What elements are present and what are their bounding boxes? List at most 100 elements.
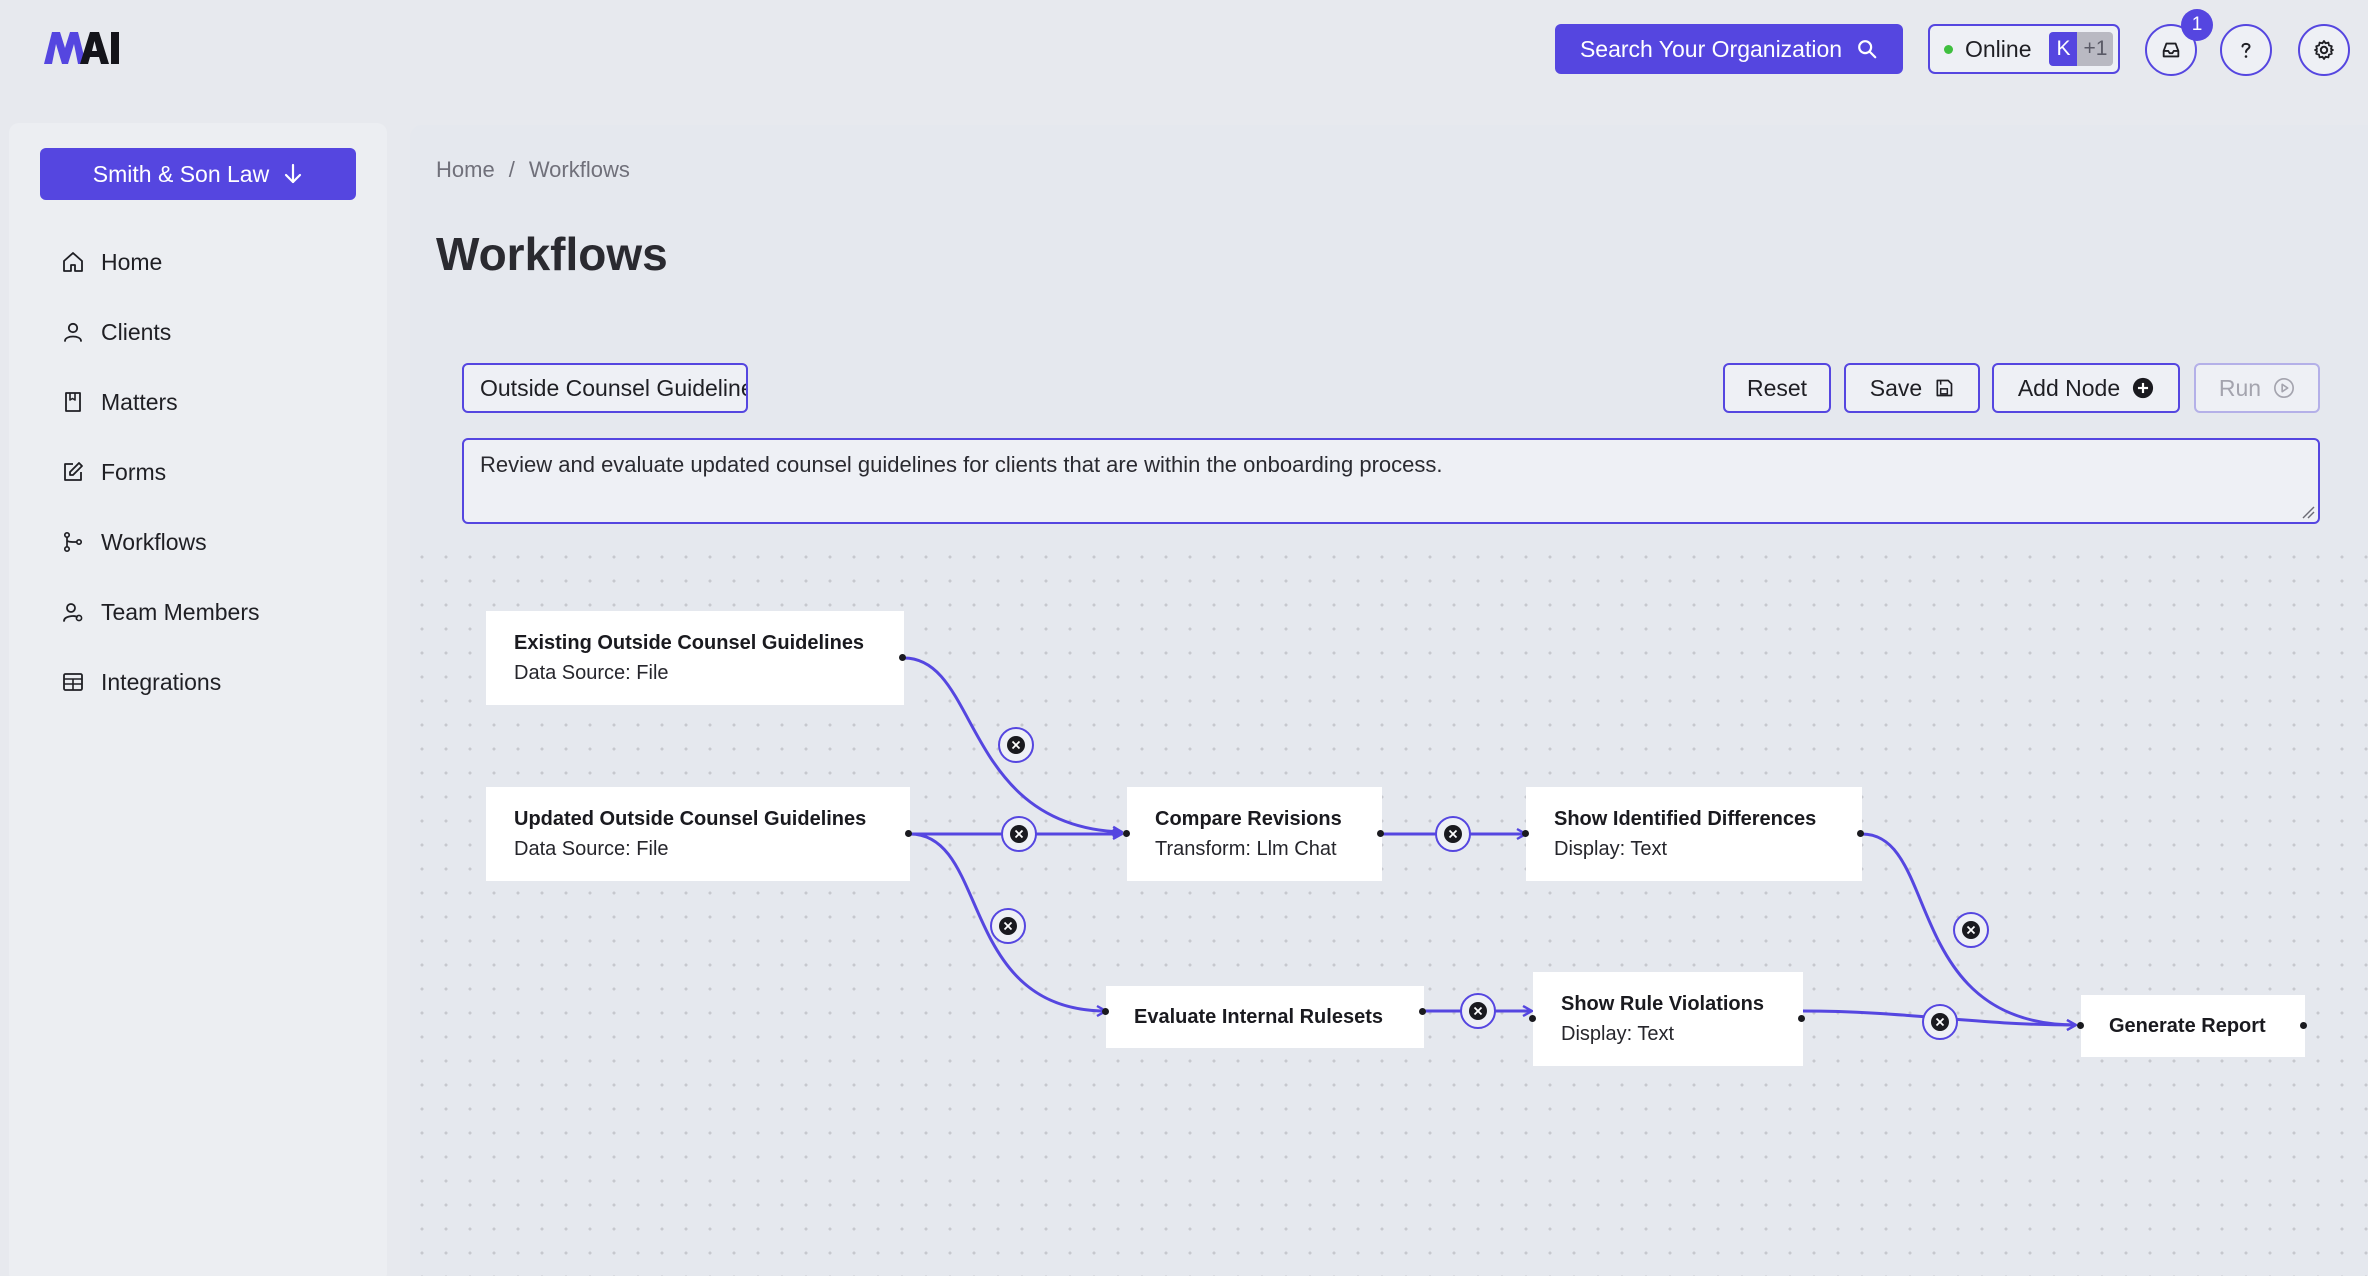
- sidebar: Smith & Son Law Home Clients Matters: [9, 123, 387, 1276]
- node-output-handle[interactable]: [905, 830, 912, 837]
- node-title: Evaluate Internal Rulesets: [1134, 1006, 1383, 1028]
- status-label: Online: [1965, 35, 2032, 62]
- gear-icon: [2314, 40, 2334, 60]
- node-subtitle: Transform: Llm Chat: [1155, 838, 1337, 860]
- node-title: Show Rule Violations: [1561, 993, 1764, 1015]
- resize-handle-icon[interactable]: [2301, 505, 2315, 519]
- main-panel: Home / Workflows Workflows Outside Couns…: [410, 125, 2368, 1276]
- sidebar-item-team-members[interactable]: Team Members: [61, 577, 259, 647]
- workflow-node-show-differences[interactable]: Show Identified Differences Display: Tex…: [1522, 787, 1864, 881]
- sidebar-item-matters[interactable]: Matters: [61, 367, 259, 437]
- edge-compare-to-differences[interactable]: [1382, 816, 1528, 852]
- settings-button[interactable]: [2298, 24, 2350, 76]
- node-output-handle[interactable]: [1857, 830, 1864, 837]
- remove-edge-icon[interactable]: [1922, 1004, 1958, 1040]
- app-logo[interactable]: [44, 30, 120, 66]
- remove-edge-icon[interactable]: [1001, 816, 1037, 852]
- breadcrumb: Home / Workflows: [436, 157, 630, 183]
- workflow-name-input[interactable]: Outside Counsel Guidelines: [462, 363, 748, 413]
- node-title: Generate Report: [2109, 1015, 2266, 1037]
- organization-name: Smith & Son Law: [92, 160, 270, 187]
- plus-circle-icon: [2133, 377, 2154, 399]
- edge-updated-to-evaluate[interactable]: [909, 832, 1108, 1018]
- node-subtitle: Display: Text: [1561, 1023, 1675, 1045]
- add-node-button-label: Add Node: [2017, 374, 2121, 401]
- workflow-node-generate-report[interactable]: Generate Report: [2077, 995, 2307, 1057]
- node-subtitle: Data Source: File: [514, 838, 669, 860]
- sidebar-nav: Home Clients Matters Forms: [61, 227, 259, 717]
- presence-status[interactable]: Online K +1: [1928, 24, 2120, 74]
- node-input-handle[interactable]: [1123, 830, 1130, 837]
- sidebar-item-home[interactable]: Home: [61, 227, 259, 297]
- save-icon: [1936, 379, 1953, 397]
- workflow-node-existing-guidelines[interactable]: Existing Outside Counsel Guidelines Data…: [486, 611, 906, 705]
- node-input-handle[interactable]: [1529, 1015, 1536, 1022]
- edit-icon: [64, 462, 83, 481]
- inbox-icon: [2162, 42, 2180, 58]
- sidebar-item-workflows[interactable]: Workflows: [61, 507, 259, 577]
- workflow-node-compare-revisions[interactable]: Compare Revisions Transform: Llm Chat: [1123, 787, 1384, 881]
- edge-differences-to-report[interactable]: [1861, 832, 2078, 1032]
- edge-existing-to-compare[interactable]: [903, 656, 1124, 838]
- remove-edge-icon[interactable]: [1953, 912, 1989, 948]
- arrow-down-icon: [285, 163, 302, 184]
- bookmark-icon: [65, 392, 81, 412]
- edge-updated-to-compare[interactable]: [910, 816, 1124, 852]
- node-output-handle[interactable]: [2300, 1022, 2307, 1029]
- help-icon: [2241, 42, 2251, 58]
- workflow-canvas[interactable]: Existing Outside Counsel Guidelines Data…: [410, 545, 2368, 1276]
- workflow-node-show-violations[interactable]: Show Rule Violations Display: Text: [1529, 972, 1805, 1066]
- node-output-handle[interactable]: [1377, 830, 1384, 837]
- breadcrumb-separator: /: [508, 157, 515, 182]
- sidebar-item-clients[interactable]: Clients: [61, 297, 259, 367]
- node-output-handle[interactable]: [1419, 1008, 1426, 1015]
- sidebar-item-label: Forms: [101, 458, 167, 485]
- node-input-handle[interactable]: [1102, 1008, 1109, 1015]
- online-indicator: [1944, 44, 1953, 54]
- node-input-handle[interactable]: [1522, 830, 1529, 837]
- avatar-group[interactable]: K +1: [2049, 32, 2114, 66]
- breadcrumb-home[interactable]: Home: [436, 157, 495, 182]
- workflow-icon: [63, 531, 83, 553]
- help-button[interactable]: [2220, 24, 2272, 76]
- organization-switcher[interactable]: Smith & Son Law: [40, 148, 356, 200]
- workflow-description-field[interactable]: Review and evaluate updated counsel guid…: [462, 438, 2320, 524]
- integrations-icon: [63, 673, 83, 691]
- team-icon: [63, 603, 83, 622]
- remove-edge-icon[interactable]: [1435, 816, 1471, 852]
- node-output-handle[interactable]: [899, 654, 906, 661]
- remove-edge-icon[interactable]: [998, 727, 1034, 763]
- edge-layer: [903, 656, 2078, 1040]
- node-subtitle: Data Source: File: [514, 662, 669, 684]
- sidebar-item-label: Workflows: [101, 528, 207, 555]
- sidebar-item-integrations[interactable]: Integrations: [61, 647, 259, 717]
- mai-logo-mark: [44, 32, 119, 64]
- node-title: Show Identified Differences: [1554, 808, 1817, 830]
- reset-button-label: Reset: [1746, 374, 1808, 401]
- save-button[interactable]: Save: [1844, 363, 1980, 413]
- sidebar-item-label: Home: [101, 248, 163, 275]
- run-button[interactable]: Run: [2194, 363, 2320, 413]
- top-bar: Search Your Organization Online K +1 1: [0, 0, 2368, 100]
- user-icon: [64, 322, 82, 342]
- edge-evaluate-to-violations[interactable]: [1424, 993, 1534, 1029]
- add-node-button[interactable]: Add Node: [1992, 363, 2180, 413]
- play-icon: [2274, 378, 2295, 398]
- node-title: Compare Revisions: [1155, 808, 1342, 830]
- search-organization-button[interactable]: Search Your Organization: [1555, 24, 1903, 74]
- node-output-handle[interactable]: [1798, 1015, 1805, 1022]
- sidebar-item-forms[interactable]: Forms: [61, 437, 259, 507]
- edge-violations-to-report[interactable]: [1801, 1004, 2078, 1040]
- reset-button[interactable]: Reset: [1723, 363, 1831, 413]
- notification-badge: 1: [2181, 9, 2213, 41]
- node-subtitle: Display: Text: [1554, 838, 1668, 860]
- search-icon: [1858, 40, 1877, 59]
- workflow-node-updated-guidelines[interactable]: Updated Outside Counsel Guidelines Data …: [486, 787, 912, 881]
- sidebar-item-label: Matters: [101, 388, 178, 415]
- workflow-node-evaluate-rulesets[interactable]: Evaluate Internal Rulesets: [1102, 986, 1426, 1048]
- remove-edge-icon[interactable]: [1460, 993, 1496, 1029]
- sidebar-item-label: Integrations: [101, 668, 222, 695]
- remove-edge-icon[interactable]: [990, 908, 1026, 944]
- node-input-handle[interactable]: [2077, 1022, 2084, 1029]
- page-title: Workflows: [436, 228, 668, 280]
